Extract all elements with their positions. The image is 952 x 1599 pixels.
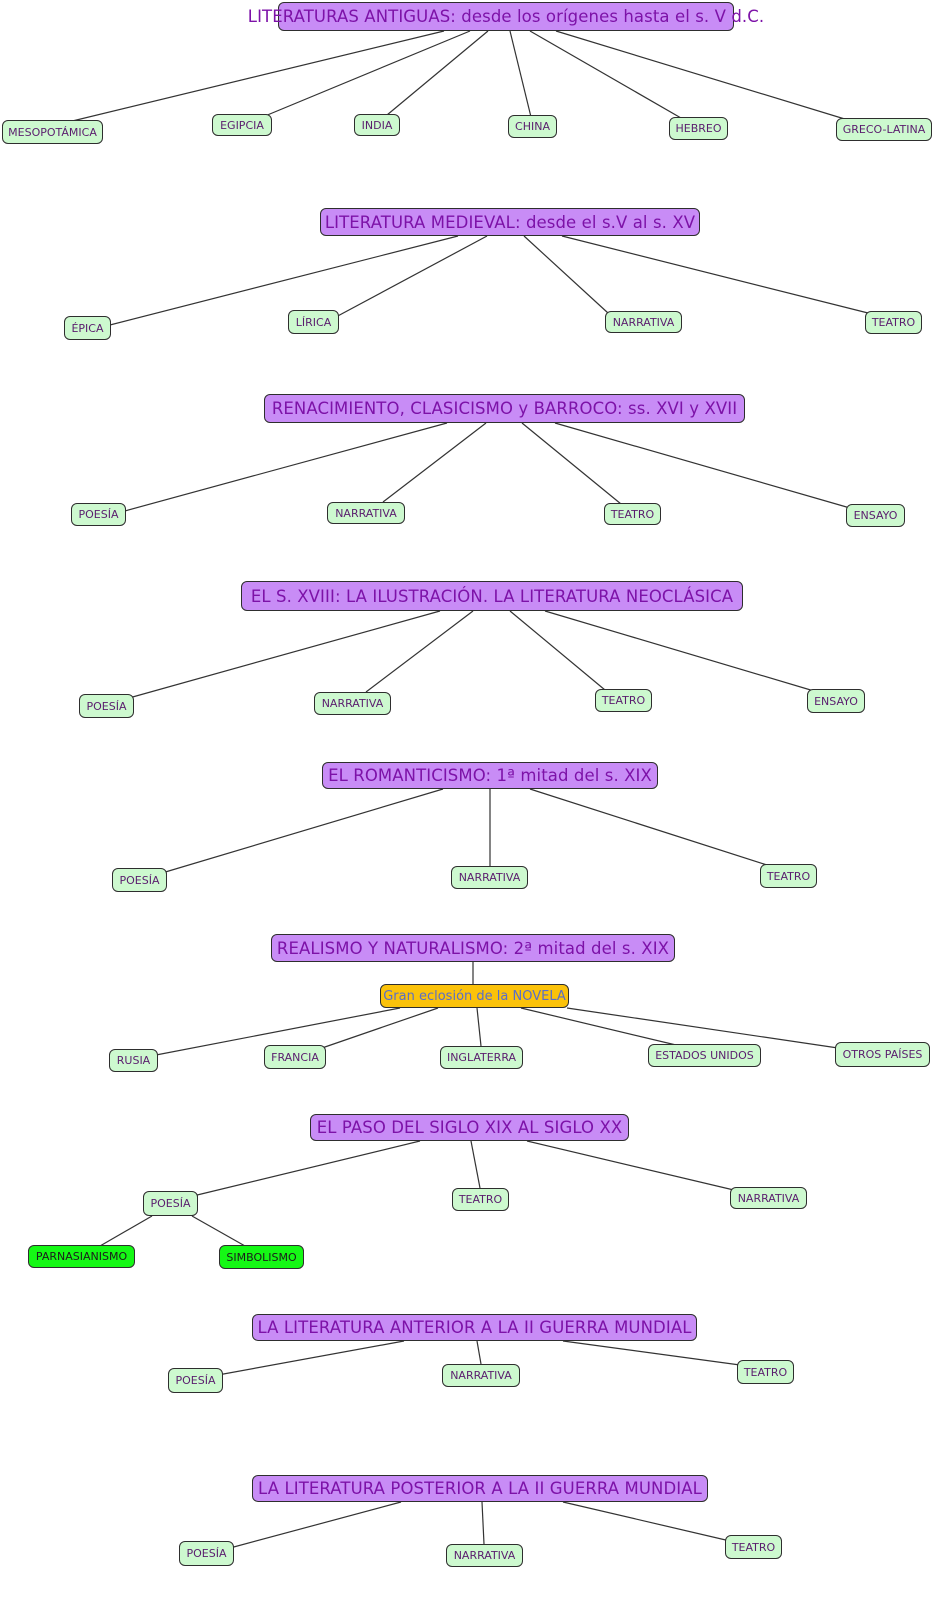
leaf-ensayo[interactable]: ENSAYO: [846, 504, 905, 527]
connector-line: [481, 1501, 485, 1545]
connector-line: [161, 788, 444, 874]
connector-line: [229, 1501, 402, 1549]
leaf-egipcia[interactable]: EGIPCIA: [212, 114, 272, 136]
connector-line: [523, 235, 609, 314]
title-paso-siglo-xix-xx[interactable]: EL PASO DEL SIGLO XIX AL SIGLO XX: [310, 1114, 629, 1141]
leaf-parnasianismo[interactable]: PARNASIANISMO: [28, 1245, 135, 1268]
connector-line: [521, 422, 622, 505]
connector-line: [526, 1140, 739, 1192]
leaf-narrativa[interactable]: NARRATIVA: [446, 1544, 523, 1567]
leaf-ensayo[interactable]: ENSAYO: [807, 689, 865, 713]
title-ilustracion-neoclasica[interactable]: EL S. XVIII: LA ILUSTRACIÓN. LA LITERATU…: [241, 581, 743, 611]
leaf-estados-unidos[interactable]: ESTADOS UNIDOS: [648, 1044, 761, 1067]
connector-line: [59, 30, 445, 125]
connector-line: [509, 610, 606, 691]
leaf-teatro[interactable]: TEATRO: [760, 864, 817, 888]
leaf-otros-paises[interactable]: OTROS PAÍSES: [835, 1042, 930, 1067]
connector-line: [509, 30, 532, 118]
leaf-teatro[interactable]: TEATRO: [725, 1535, 782, 1559]
connector-line: [544, 610, 815, 692]
leaf-rusia[interactable]: RUSIA: [109, 1049, 158, 1072]
leaf-lirica[interactable]: LÍRICA: [288, 310, 339, 334]
leaf-teatro[interactable]: TEATRO: [452, 1188, 509, 1211]
leaf-mesopotamica[interactable]: MESOPOTÁMICA: [2, 120, 103, 144]
connector-line: [476, 1007, 482, 1047]
title-romanticismo[interactable]: EL ROMANTICISMO: 1ª mitad del s. XIX: [322, 762, 658, 789]
connector-line: [333, 235, 488, 319]
leaf-simbolismo[interactable]: SIMBOLISMO: [219, 1245, 304, 1269]
connector-line: [382, 422, 487, 503]
leaf-china[interactable]: CHINA: [508, 115, 557, 138]
connector-line: [476, 1340, 482, 1365]
leaf-poesia[interactable]: POESÍA: [79, 694, 134, 718]
leaf-hebreo[interactable]: HEBREO: [669, 117, 728, 140]
leaf-narrativa[interactable]: NARRATIVA: [605, 311, 682, 333]
leaf-poesia[interactable]: POESÍA: [179, 1541, 234, 1566]
connector-line: [192, 1140, 421, 1197]
connector-line: [155, 1007, 401, 1056]
connector-line: [520, 1007, 677, 1046]
connector-line: [529, 30, 682, 119]
leaf-poesia[interactable]: POESÍA: [71, 503, 126, 526]
leaf-narrativa[interactable]: NARRATIVA: [327, 502, 405, 524]
connector-line: [191, 1215, 246, 1247]
connector-line: [321, 1007, 439, 1049]
connector-line: [105, 235, 459, 327]
leaf-poesia[interactable]: POESÍA: [143, 1191, 198, 1216]
connector-line: [562, 1501, 731, 1542]
leaf-narrativa[interactable]: NARRATIVA: [314, 692, 391, 715]
connector-line: [470, 1140, 481, 1189]
connector-line: [554, 422, 851, 509]
connector-line: [264, 30, 471, 117]
leaf-poesia[interactable]: POESÍA: [168, 1368, 223, 1393]
title-renacimiento-clasicismo-barroco[interactable]: RENACIMIENTO, CLASICISMO y BARROCO: ss. …: [264, 394, 745, 423]
leaf-narrativa[interactable]: NARRATIVA: [442, 1364, 520, 1387]
leaf-india[interactable]: INDIA: [354, 114, 400, 136]
connector-line: [217, 1340, 405, 1376]
connector-line: [99, 1215, 153, 1247]
connector-line: [561, 235, 869, 314]
leaf-francia[interactable]: FRANCIA: [264, 1045, 326, 1069]
connector-line: [365, 610, 474, 693]
leaf-epica[interactable]: ÉPICA: [64, 316, 111, 340]
connector-line: [529, 788, 771, 867]
title-posterior-ii-guerra-mundial[interactable]: LA LITERATURA POSTERIOR A LA II GUERRA M…: [252, 1475, 708, 1502]
hub-gran-eclosion-novela[interactable]: Gran eclosión de la NOVELA: [380, 984, 569, 1008]
leaf-greco-latina[interactable]: GRECO-LATINA: [836, 118, 932, 141]
title-anterior-ii-guerra-mundial[interactable]: LA LITERATURA ANTERIOR A LA II GUERRA MU…: [252, 1314, 697, 1341]
connector-line: [128, 610, 441, 699]
title-literaturas-antiguas[interactable]: LITERATURAS ANTIGUAS: desde los orígenes…: [248, 2, 764, 31]
leaf-poesia[interactable]: POESÍA: [112, 868, 167, 892]
leaf-teatro[interactable]: TEATRO: [604, 503, 661, 525]
leaf-teatro[interactable]: TEATRO: [737, 1360, 794, 1384]
title-literatura-medieval[interactable]: LITERATURA MEDIEVAL: desde el s.V al s. …: [320, 208, 700, 236]
connector-line: [562, 1340, 741, 1366]
leaf-teatro[interactable]: TEATRO: [595, 689, 652, 712]
leaf-teatro[interactable]: TEATRO: [865, 311, 922, 334]
connector-line: [555, 30, 849, 121]
connector-line: [386, 30, 489, 116]
connector-line: [120, 422, 448, 513]
leaf-narrativa[interactable]: NARRATIVA: [451, 866, 528, 889]
title-realismo-naturalismo[interactable]: REALISMO Y NATURALISMO: 2ª mitad del s. …: [271, 934, 675, 962]
leaf-narrativa[interactable]: NARRATIVA: [730, 1187, 807, 1209]
leaf-inglaterra[interactable]: INGLATERRA: [440, 1046, 523, 1069]
connector-line: [566, 1007, 839, 1049]
